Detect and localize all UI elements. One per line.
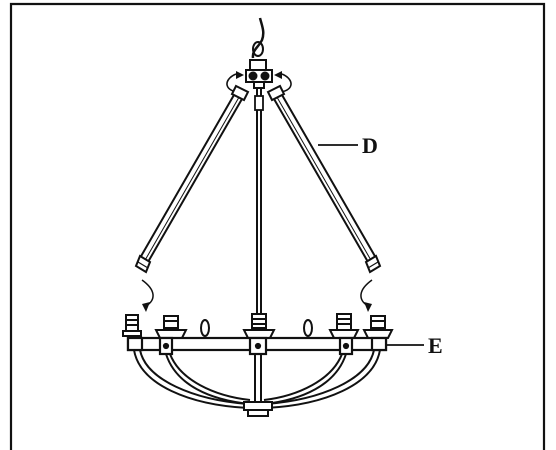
bowl-arms xyxy=(133,349,381,409)
callout-label-e: E xyxy=(428,333,443,358)
socket-4 xyxy=(328,313,360,339)
top-hub xyxy=(245,59,273,89)
left-arm-d xyxy=(134,84,250,274)
insertion-arrows xyxy=(141,279,373,312)
socket-5 xyxy=(362,315,394,339)
callout-label-d: D xyxy=(362,133,378,158)
candle-sockets xyxy=(122,313,394,339)
right-arm-d xyxy=(266,84,382,274)
finial-left xyxy=(200,319,210,337)
hanging-cable xyxy=(251,17,265,59)
diagram-border xyxy=(9,2,546,450)
socket-3 xyxy=(242,313,276,339)
finial-right xyxy=(303,319,313,337)
callout-leaders xyxy=(318,144,424,346)
socket-2 xyxy=(154,315,188,339)
socket-1 xyxy=(122,314,142,337)
ring-body-e xyxy=(126,336,388,356)
bottom-hub xyxy=(243,401,273,417)
central-downrod xyxy=(254,88,264,316)
